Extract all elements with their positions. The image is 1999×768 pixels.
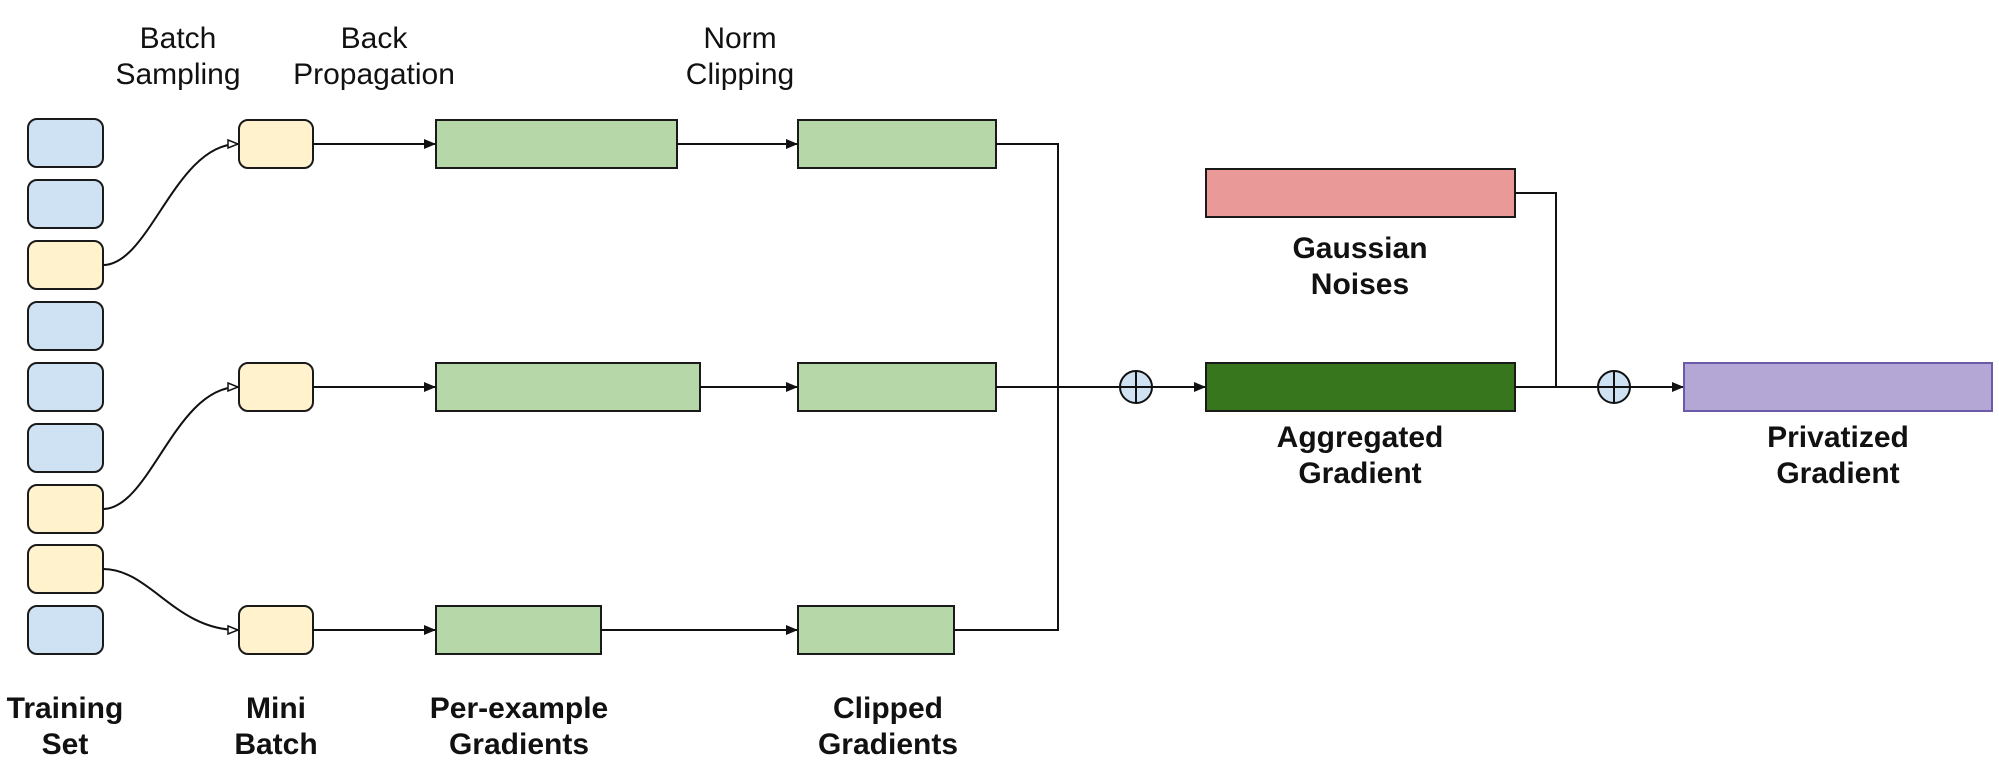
norm-clipping-label-line1: Norm (703, 22, 776, 55)
sampling-curve-3 (102, 568, 238, 630)
gaussian-noises-label-line1: Gaussian (1292, 232, 1427, 265)
per-example-gradient-1 (435, 119, 678, 169)
training-sample-3-selected (27, 240, 104, 290)
training-set-label-line1: Training (7, 692, 124, 725)
sampling-curve-2 (102, 387, 238, 510)
per-example-gradients-label-line1: Per-example (430, 692, 608, 725)
back-propagation-label-line1: Back (341, 22, 409, 55)
clipped-gradients-label-line1: Clipped (833, 692, 943, 725)
clipped-gradient-2 (797, 362, 997, 412)
training-sample-9 (27, 605, 104, 655)
per-example-gradient-2 (435, 362, 701, 412)
training-set-column (27, 118, 104, 655)
privatized-gradient-label-line1: Privatized (1767, 421, 1909, 454)
training-sample-6 (27, 423, 104, 473)
noise-connector (1515, 192, 1557, 387)
mini-batch-sample-3 (238, 605, 314, 655)
back-propagation-label-line2: Propagation (293, 58, 455, 91)
aggregated-gradient-label-line2: Gradient (1298, 457, 1421, 490)
sum-node-aggregate (1119, 370, 1153, 404)
batch-sampling-label-line1: Batch (140, 22, 217, 55)
training-sample-8-selected (27, 544, 104, 594)
training-sample-4 (27, 301, 104, 351)
sampling-curve-1 (102, 144, 238, 266)
gaussian-noise-box (1205, 168, 1516, 218)
clipped-gradient-1 (797, 119, 997, 169)
training-sample-5 (27, 362, 104, 412)
mini-batch-label-line2: Batch (234, 728, 317, 761)
privatized-gradient-label-line2: Gradient (1776, 457, 1899, 490)
training-set-label-line2: Set (42, 728, 89, 761)
norm-clipping-label-line2: Clipping (686, 58, 794, 91)
gaussian-noises-label-line2: Noises (1311, 268, 1409, 301)
clipped-gradients-label-line2: Gradients (818, 728, 958, 761)
mini-batch-sample-1 (238, 119, 314, 169)
clipped-gradient-3 (797, 605, 955, 655)
privatized-gradient-box (1683, 362, 1993, 412)
batch-sampling-label-line2: Sampling (115, 58, 240, 91)
training-sample-2 (27, 179, 104, 229)
mini-batch-sample-2 (238, 362, 314, 412)
training-sample-1 (27, 118, 104, 168)
aggregated-gradient-label-line1: Aggregated (1277, 421, 1444, 454)
per-example-gradients-label-line2: Gradients (449, 728, 589, 761)
training-sample-7-selected (27, 484, 104, 534)
mini-batch-label-line1: Mini (246, 692, 306, 725)
aggregated-gradient-box (1205, 362, 1516, 412)
sum-node-privatize (1597, 370, 1631, 404)
per-example-gradient-3 (435, 605, 602, 655)
